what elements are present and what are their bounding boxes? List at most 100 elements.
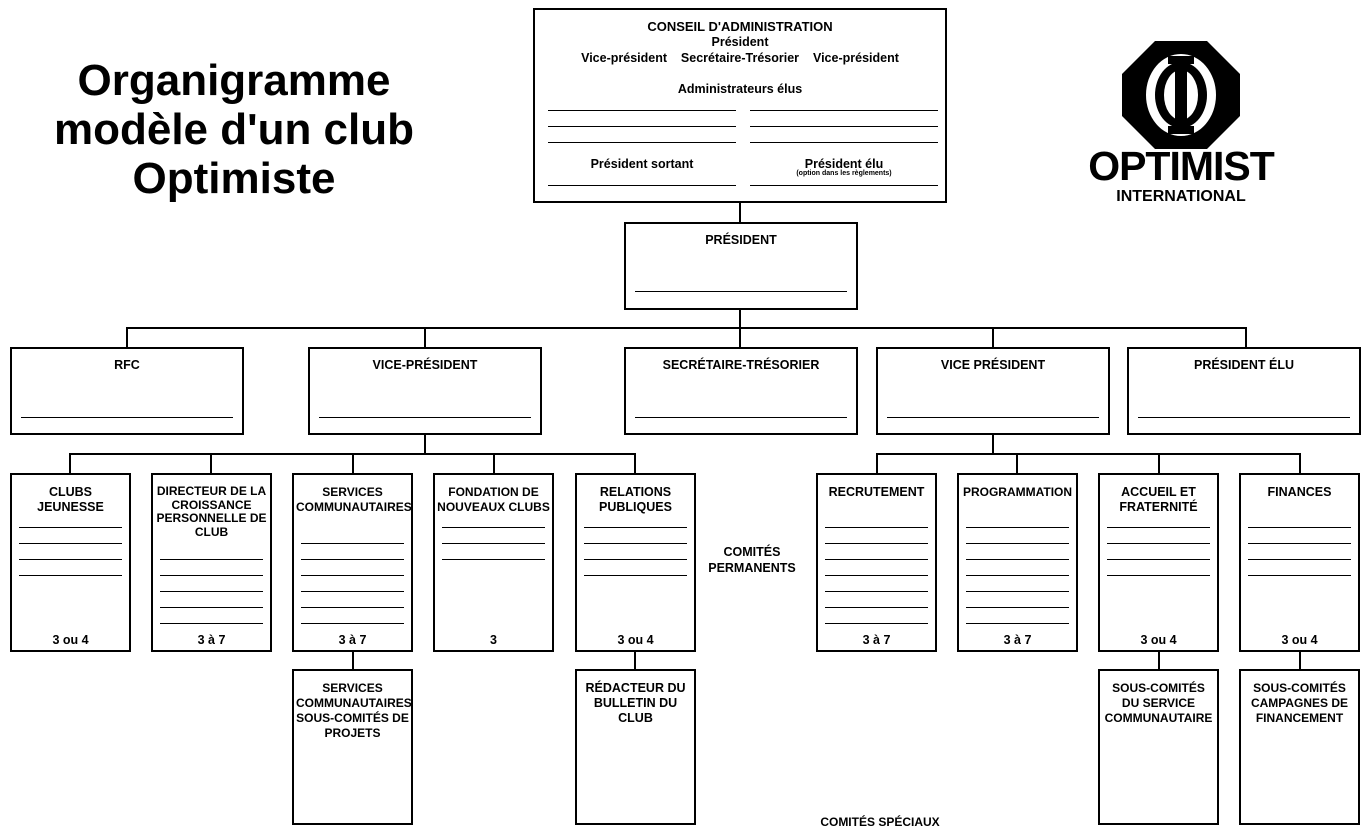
- committee-size: 3 ou 4: [617, 633, 654, 647]
- connector: [992, 327, 994, 348]
- committee-label: ACCUEIL ET FRATERNITÉ: [1119, 485, 1198, 514]
- committee-size: 3 à 7: [862, 633, 891, 647]
- connector: [739, 309, 741, 349]
- signature-line: [548, 126, 736, 127]
- signature-line: [825, 527, 928, 528]
- signature-line: [301, 575, 404, 576]
- committee-box-clubs-jeunesse: CLUBS JEUNESSE 3 ou 4: [10, 473, 131, 652]
- signature-line: [19, 575, 122, 576]
- officer-label: RFC: [114, 358, 140, 372]
- signature-line: [887, 417, 1099, 418]
- board-past-president: Président sortant: [590, 157, 694, 171]
- special-box-service-communautaire: SOUS-COMITÉS DU SERVICE COMMUNAUTAIRE: [1098, 669, 1219, 825]
- signature-line: [548, 185, 736, 186]
- committee-label: DIRECTEUR DE LA CROISSANCE PERSONNELLE D…: [156, 484, 267, 539]
- special-box-bulletin: RÉDACTEUR DU BULLETIN DU CLUB: [575, 669, 696, 825]
- officer-box-secretary-treasurer: SECRÉTAIRE-TRÉSORIER: [624, 347, 858, 435]
- signature-line: [301, 607, 404, 608]
- connector: [352, 453, 354, 474]
- signature-line: [19, 559, 122, 560]
- connector: [126, 327, 128, 348]
- board-president-elect: Président élu: [804, 157, 884, 171]
- board-vp-1: Vice-président: [581, 51, 668, 65]
- signature-line: [750, 142, 938, 143]
- committee-box-croissance-personnelle: DIRECTEUR DE LA CROISSANCE PERSONNELLE D…: [151, 473, 272, 652]
- signature-line: [1248, 575, 1351, 576]
- signature-line: [584, 559, 687, 560]
- signature-line: [301, 543, 404, 544]
- special-label: SOUS-COMITÉS DU SERVICE COMMUNAUTAIRE: [1104, 681, 1213, 725]
- permanent-committees-label: COMITÉS PERMANENTS: [708, 545, 796, 575]
- connector: [1158, 651, 1160, 670]
- signature-line: [1138, 417, 1350, 418]
- signature-line: [966, 527, 1069, 528]
- signature-line: [548, 110, 736, 111]
- connector: [126, 327, 1247, 329]
- connector: [210, 453, 212, 474]
- optimist-emblem-icon: [1122, 41, 1240, 149]
- signature-line: [825, 607, 928, 608]
- signature-line: [635, 291, 847, 292]
- logo-wordmark: OPTIMIST: [1088, 143, 1275, 189]
- signature-line: [160, 607, 263, 608]
- president-label: PRÉSIDENT: [705, 233, 777, 247]
- officer-label: SECRÉTAIRE-TRÉSORIER: [662, 358, 820, 372]
- board-president: Président: [711, 35, 769, 49]
- signature-line: [319, 417, 531, 418]
- connector: [739, 203, 741, 223]
- signature-line: [825, 623, 928, 624]
- committee-box-services-communautaires: SERVICES COMMUNAUTAIRES 3 à 7: [292, 473, 413, 652]
- connector: [69, 453, 71, 474]
- signature-line: [301, 559, 404, 560]
- committee-box-fondation-nouveaux-clubs: FONDATION DE NOUVEAUX CLUBS 3: [433, 473, 554, 652]
- committee-label: PROGRAMMATION: [962, 485, 1073, 499]
- president-box: PRÉSIDENT: [624, 222, 858, 310]
- committee-label: FONDATION DE NOUVEAUX CLUBS: [437, 485, 550, 514]
- signature-line: [584, 543, 687, 544]
- board-secretary: Secrétaire-Trésorier: [680, 51, 800, 65]
- committee-label: CLUBS JEUNESSE: [37, 485, 104, 514]
- signature-line: [548, 142, 736, 143]
- signature-line: [1248, 527, 1351, 528]
- connector: [1016, 453, 1018, 474]
- signature-line: [442, 543, 545, 544]
- signature-line: [750, 185, 938, 186]
- committee-box-relations-publiques: RELATIONS PUBLIQUES 3 ou 4: [575, 473, 696, 652]
- officer-box-rfc: RFC: [10, 347, 244, 435]
- signature-line: [160, 575, 263, 576]
- committee-label: RECRUTEMENT: [828, 485, 925, 499]
- officer-box-vice-president-2: VICE PRÉSIDENT: [876, 347, 1110, 435]
- committee-label: SERVICES COMMUNAUTAIRES: [296, 485, 412, 514]
- connector: [352, 651, 354, 670]
- committee-label: RELATIONS PUBLIQUES: [599, 485, 672, 514]
- signature-line: [825, 543, 928, 544]
- signature-line: [635, 417, 847, 418]
- connector: [1158, 453, 1160, 474]
- committee-size: 3 à 7: [1003, 633, 1032, 647]
- signature-line: [442, 527, 545, 528]
- signature-line: [966, 607, 1069, 608]
- committee-size: 3 à 7: [338, 633, 367, 647]
- committee-box-recrutement: RECRUTEMENT 3 à 7: [816, 473, 937, 652]
- signature-line: [1107, 527, 1210, 528]
- signature-line: [301, 591, 404, 592]
- officer-box-vice-president-1: VICE-PRÉSIDENT: [308, 347, 542, 435]
- signature-line: [1107, 559, 1210, 560]
- committee-size: 3 ou 4: [1281, 633, 1318, 647]
- signature-line: [584, 527, 687, 528]
- signature-line: [966, 559, 1069, 560]
- officer-label: VICE-PRÉSIDENT: [372, 358, 478, 372]
- board-title: CONSEIL D'ADMINISTRATION: [647, 19, 833, 34]
- connector: [1299, 651, 1301, 670]
- committee-box-finances: FINANCES 3 ou 4: [1239, 473, 1360, 652]
- signature-line: [750, 110, 938, 111]
- officer-label: PRÉSIDENT ÉLU: [1193, 358, 1294, 372]
- officer-box-president-elect: PRÉSIDENT ÉLU: [1127, 347, 1361, 435]
- signature-line: [1248, 543, 1351, 544]
- signature-line: [825, 559, 928, 560]
- connector: [992, 434, 994, 454]
- special-label: SOUS-COMITÉS CAMPAGNES DE FINANCEMENT: [1250, 681, 1349, 725]
- special-label: RÉDACTEUR DU BULLETIN DU CLUB: [585, 681, 686, 725]
- connector: [634, 453, 636, 474]
- signature-line: [160, 591, 263, 592]
